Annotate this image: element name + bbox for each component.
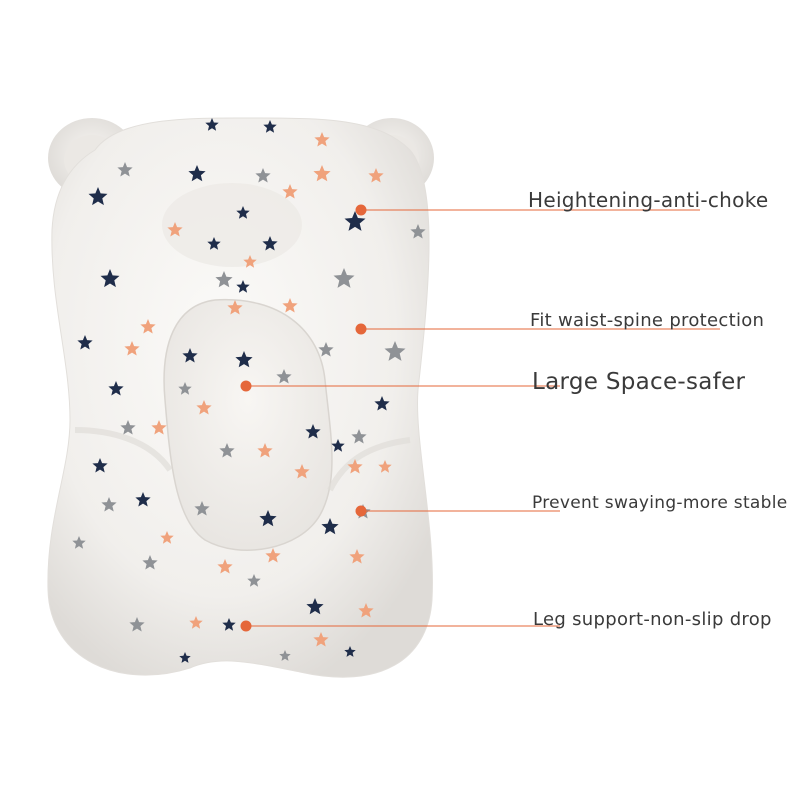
star-decoration	[215, 271, 233, 288]
star-decoration	[384, 341, 406, 361]
star-decoration	[101, 497, 117, 512]
star-decoration	[135, 492, 151, 507]
star-decoration	[262, 236, 278, 251]
star-decoration	[313, 165, 331, 182]
star-decoration	[100, 269, 120, 288]
star-decoration	[182, 348, 198, 363]
star-decoration	[88, 187, 108, 206]
star-decoration	[72, 536, 86, 549]
star-decoration	[243, 255, 257, 268]
callout-label-waist-spine: Fit waist-spine protection	[530, 310, 765, 331]
callout-label-leg-support: Leg support-non-slip drop	[533, 609, 772, 630]
star-decoration	[151, 420, 167, 435]
star-decoration	[351, 429, 367, 444]
star-decoration	[265, 548, 281, 563]
star-decoration	[257, 443, 273, 458]
star-decoration	[378, 460, 392, 473]
star-decoration	[219, 443, 235, 458]
star-decoration	[217, 559, 233, 574]
star-decoration	[347, 459, 363, 474]
star-decoration	[227, 300, 243, 315]
star-decoration	[196, 400, 212, 415]
star-decoration	[77, 335, 93, 350]
star-decoration	[160, 531, 174, 544]
star-decoration	[222, 618, 236, 631]
star-decoration	[344, 211, 366, 231]
star-decoration	[374, 396, 390, 411]
star-decoration	[194, 501, 210, 516]
star-decoration	[188, 165, 206, 182]
star-decoration	[294, 464, 310, 479]
star-decoration	[305, 424, 321, 439]
spine-channel	[163, 298, 333, 551]
star-decoration	[120, 420, 136, 435]
star-decoration	[207, 237, 221, 250]
star-decoration	[129, 617, 145, 632]
star-decoration	[321, 518, 339, 535]
star-decoration	[368, 168, 384, 183]
star-decoration	[306, 598, 324, 615]
head-cradle	[162, 183, 302, 267]
star-decoration	[235, 351, 253, 368]
star-decoration	[189, 616, 203, 629]
star-decoration	[140, 319, 156, 334]
star-decoration	[331, 439, 345, 452]
star-decoration	[410, 224, 426, 239]
star-decoration	[263, 120, 277, 133]
star-decoration	[276, 369, 292, 384]
callout-dot-heightening	[355, 204, 367, 216]
callout-lines	[240, 204, 720, 632]
star-decoration	[179, 652, 191, 663]
star-decoration	[333, 268, 355, 288]
callout-dot-large-space	[240, 380, 252, 392]
callout-label-heightening: Heightening-anti-choke	[528, 188, 769, 212]
star-decoration	[92, 458, 108, 473]
left-bolster-shadow	[74, 427, 173, 472]
star-decoration	[108, 381, 124, 396]
star-decoration	[117, 162, 133, 177]
star-decoration	[247, 574, 261, 587]
star-decoration	[259, 510, 277, 527]
star-pattern	[72, 118, 426, 663]
star-decoration	[142, 555, 158, 570]
star-decoration	[279, 650, 291, 661]
callout-dot-waist-spine	[355, 323, 367, 335]
star-decoration	[358, 603, 374, 618]
right-bolster-shadow	[327, 437, 411, 492]
star-decoration	[282, 298, 298, 313]
star-decoration	[282, 184, 298, 199]
star-decoration	[349, 549, 365, 564]
star-decoration	[236, 280, 250, 293]
callout-dot-prevent-swaying	[355, 505, 367, 517]
star-decoration	[167, 222, 183, 237]
star-decoration	[124, 341, 140, 356]
star-decoration	[236, 206, 250, 219]
star-decoration	[344, 646, 356, 657]
callout-label-large-space: Large Space-safer	[532, 369, 746, 395]
star-decoration	[313, 632, 329, 647]
star-decoration	[318, 342, 334, 357]
star-decoration	[255, 168, 271, 183]
callout-label-prevent-swaying: Prevent swaying-more stable	[532, 493, 788, 513]
star-decoration	[178, 382, 192, 395]
callout-dot-leg-support	[240, 620, 252, 632]
star-decoration	[205, 118, 219, 131]
star-decoration	[314, 132, 330, 147]
